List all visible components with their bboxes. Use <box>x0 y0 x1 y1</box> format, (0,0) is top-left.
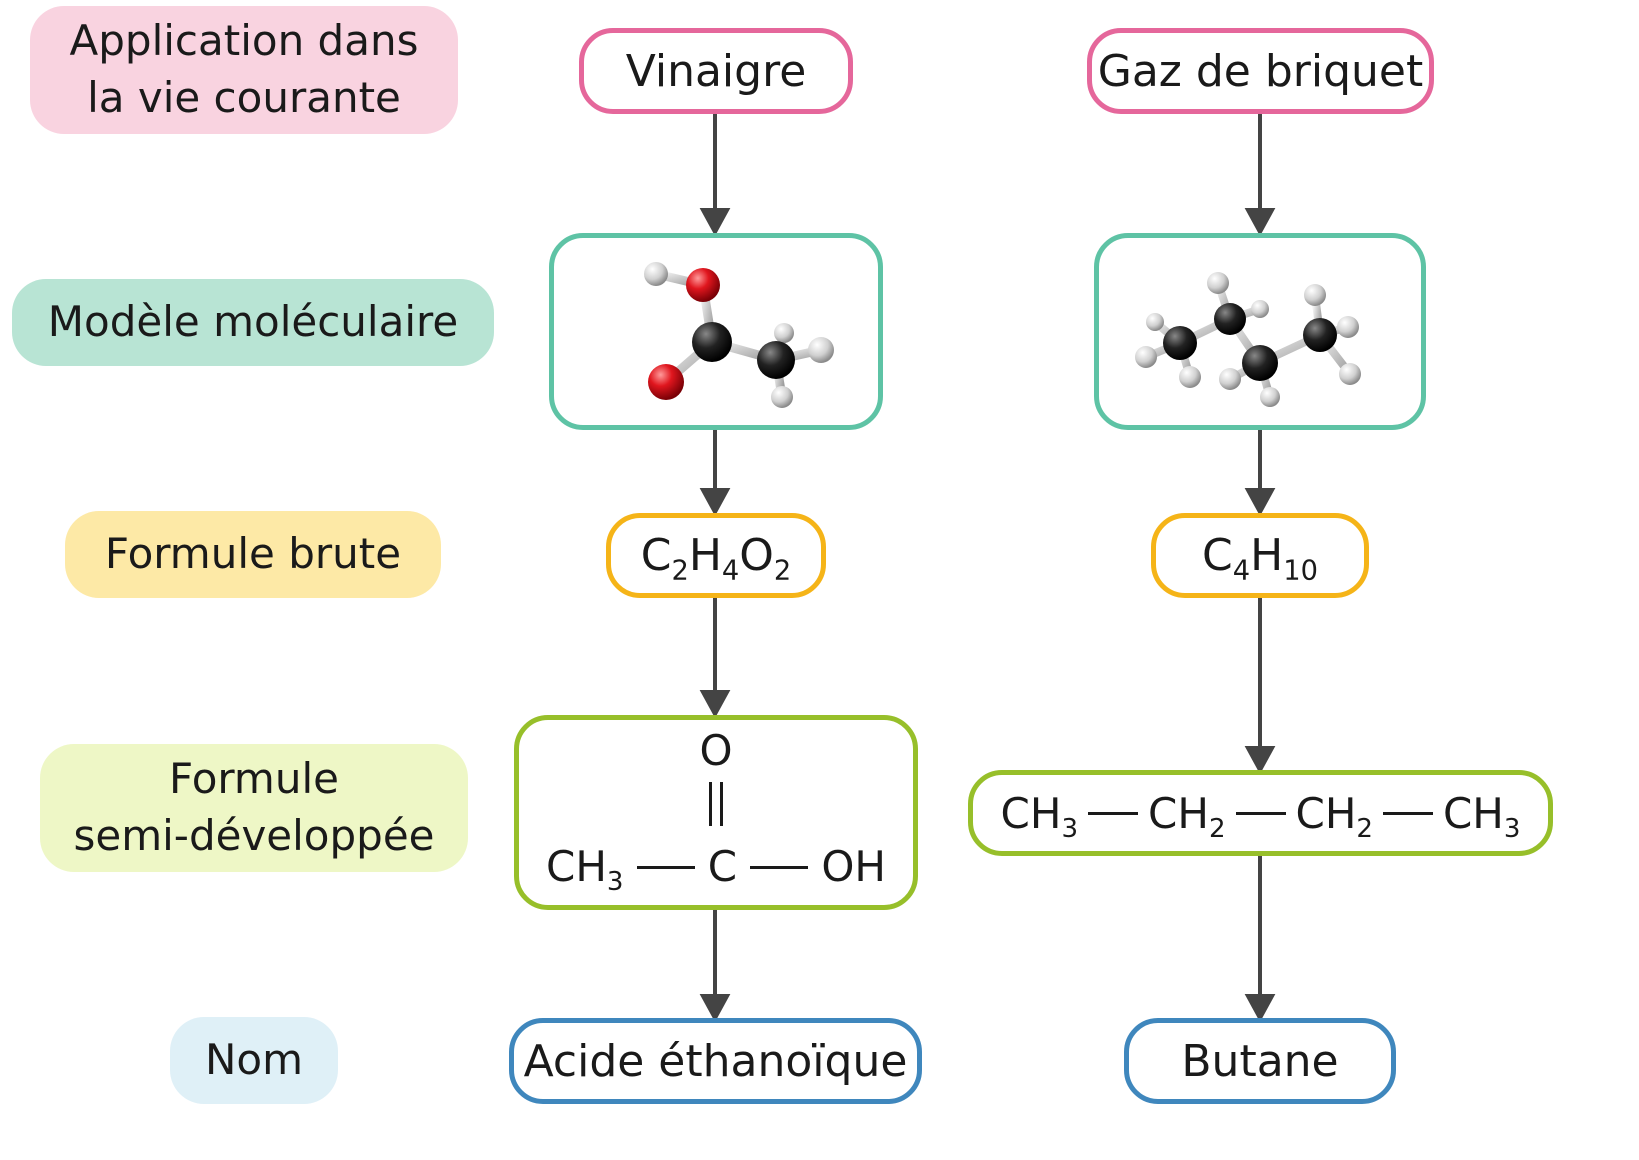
central-carbon: C <box>707 842 738 891</box>
single-bond <box>636 865 695 869</box>
atom-h <box>1260 386 1280 407</box>
group-ch2: CH2 <box>1148 788 1226 844</box>
atom-h <box>1251 299 1269 318</box>
atom-c <box>1163 325 1197 360</box>
arrowhead <box>1244 994 1276 1023</box>
single-bond <box>1235 811 1286 815</box>
label-application: Application dans la vie courante <box>30 6 458 134</box>
arrowhead <box>1244 746 1276 775</box>
atom-c <box>1303 317 1337 352</box>
formule-semi-butane: CH3 CH2 CH2 CH3 <box>968 770 1553 856</box>
single-bond <box>1088 811 1139 815</box>
formule-brute-butane: C4H10 <box>1151 513 1369 598</box>
atom-o <box>686 267 720 302</box>
label-application-line2: la vie courante <box>87 73 401 122</box>
application-gaz-de-briquet: Gaz de briquet <box>1087 28 1434 114</box>
arrowhead <box>1244 208 1276 237</box>
atom-h <box>771 385 793 408</box>
formula-c2h4o2: C2H4O2 <box>640 530 792 587</box>
atom-h <box>1135 345 1157 368</box>
nom-butane: Butane <box>1124 1018 1396 1104</box>
atom-c <box>692 321 732 362</box>
atom-h <box>1207 271 1229 294</box>
label-application-line1: Application dans <box>69 16 419 66</box>
label-brute: Formule brute <box>65 511 441 598</box>
single-bond <box>1382 811 1433 815</box>
atom-h <box>644 261 668 286</box>
group-ch3: CH3 <box>1000 788 1079 844</box>
atom-h <box>1219 367 1241 390</box>
label-semi: Formule semi-développée <box>40 744 468 872</box>
model-butane <box>1094 233 1426 430</box>
atom-h <box>1179 365 1201 388</box>
group-oh: OH <box>821 842 886 891</box>
formule-semi-acetic: O CH3 C OH <box>514 715 918 910</box>
atom-h <box>1146 312 1164 331</box>
atom-h <box>808 336 834 363</box>
model-acetic-acid <box>549 233 883 430</box>
atom-h <box>1339 362 1361 385</box>
atom-c <box>757 340 795 379</box>
group-ch3: CH3 <box>1442 788 1521 844</box>
atom-h <box>1304 283 1326 306</box>
formula-c4h10: C4H10 <box>1202 530 1318 587</box>
application-vinaigre: Vinaigre <box>579 28 853 114</box>
arrowhead <box>1244 488 1276 517</box>
formule-brute-acetic: C2H4O2 <box>606 513 826 598</box>
nom-acide-ethanoique: Acide éthanoïque <box>509 1018 922 1104</box>
semi-top-oxygen: O <box>699 726 733 775</box>
label-model: Modèle moléculaire <box>12 279 494 366</box>
atom-c <box>1242 344 1278 381</box>
label-semi-line2: semi-développée <box>73 811 435 860</box>
atom-h <box>774 322 794 343</box>
label-nom: Nom <box>170 1017 338 1104</box>
arrowhead <box>699 488 731 517</box>
butane-molecule-icon <box>1135 271 1361 407</box>
atom-h <box>1337 315 1359 338</box>
atom-c <box>1214 302 1246 335</box>
acetic-acid-molecule-icon <box>644 261 834 408</box>
single-bond <box>750 865 809 869</box>
atom-o <box>648 363 684 400</box>
double-bond <box>709 782 723 826</box>
arrowhead <box>699 994 731 1023</box>
arrowhead <box>699 208 731 237</box>
arrowhead <box>699 690 731 719</box>
label-semi-line1: Formule <box>169 754 339 804</box>
group-ch2: CH2 <box>1295 788 1373 844</box>
group-ch3: CH3 <box>546 842 624 898</box>
